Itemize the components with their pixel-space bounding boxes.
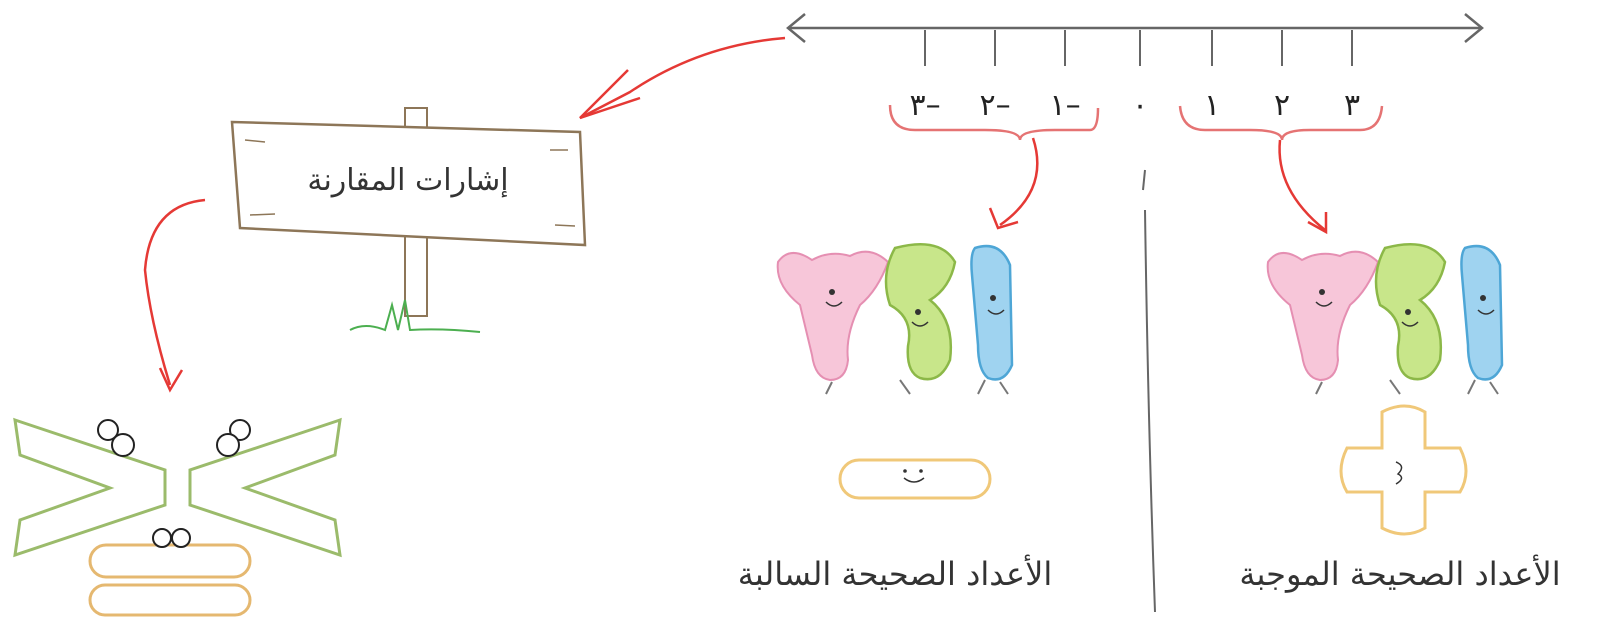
- arrow-to-negative-head: [988, 207, 1019, 230]
- equals-top-bar: [88, 543, 252, 579]
- caption-negative-integers: الأعداد الصحيحة السالبة: [738, 554, 1053, 593]
- minus-sign-icon: [838, 458, 992, 500]
- arrow-to-positive-head: [1307, 212, 1328, 235]
- caption-positive-integers: الأعداد الصحيحة الموجبة: [1239, 554, 1560, 593]
- divider-line: [1142, 169, 1156, 613]
- positive-brace: [1178, 105, 1384, 141]
- tick-label-neg-1: ١–: [1049, 88, 1080, 123]
- positive-characters: [1266, 242, 1504, 395]
- less-than-icon: [188, 417, 342, 558]
- sign-title: إشارات المقارنة: [307, 163, 508, 198]
- red-arrows: [143, 36, 1328, 393]
- tick-label-pos-3: ٣: [1344, 88, 1360, 123]
- greater-than-icon: [13, 417, 167, 558]
- arrow-to-sign: [579, 36, 786, 120]
- tick-label-pos-1: ١: [1204, 88, 1220, 123]
- arrow-to-symbols: [143, 198, 206, 386]
- signpost: إشارات المقارنة: [230, 107, 587, 333]
- arrow-to-positive-characters: [1278, 139, 1326, 231]
- tick-label-neg-3: ٣–: [909, 88, 940, 123]
- arrow-to-symbols-head: [158, 367, 184, 393]
- comparison-symbols: [13, 417, 342, 617]
- tick-label-neg-2: ٢–: [979, 88, 1010, 123]
- number-line: ٣– ٢– ١– ٠ ١ ٢ ٣: [786, 13, 1484, 123]
- negative-brace: [888, 104, 1100, 141]
- plus-sign-icon: [1339, 404, 1468, 536]
- left-arrow-icon: [786, 13, 806, 43]
- tick-label-pos-2: ٢: [1274, 88, 1290, 123]
- arrow-to-sign-head: [579, 69, 641, 120]
- tick-label-zero: ٠: [1132, 88, 1148, 123]
- arrow-to-negative-characters: [999, 137, 1039, 227]
- right-arrow-icon: [1464, 13, 1484, 43]
- equals-bottom-bar: [88, 583, 252, 617]
- negative-characters: [776, 242, 1014, 395]
